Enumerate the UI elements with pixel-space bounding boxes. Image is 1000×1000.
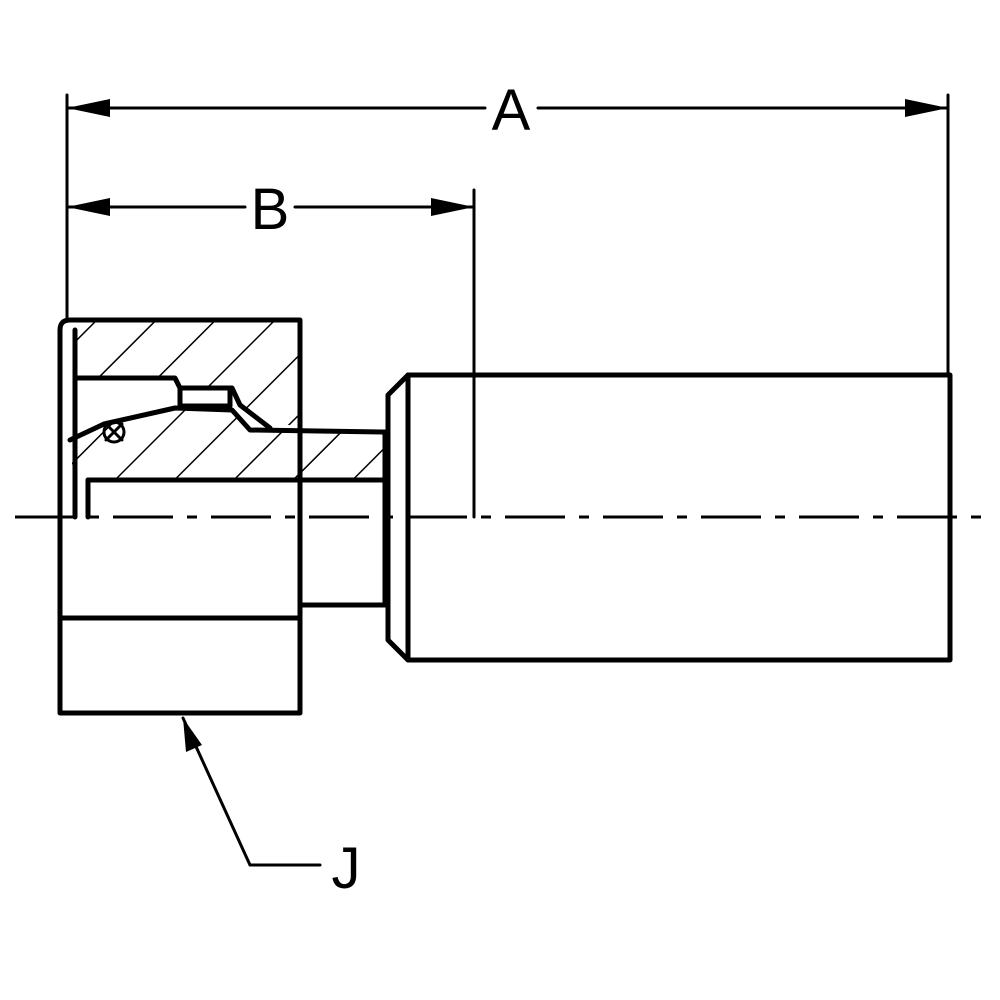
stem — [67, 405, 388, 608]
ferrule — [385, 372, 953, 663]
leader-j-label: J — [332, 836, 361, 901]
dimension-a-label: A — [492, 78, 531, 143]
dimension-b-label: B — [251, 177, 290, 242]
dimension-b: B — [65, 177, 476, 519]
leader-j: J — [181, 716, 361, 901]
dimension-a: A — [65, 78, 950, 377]
